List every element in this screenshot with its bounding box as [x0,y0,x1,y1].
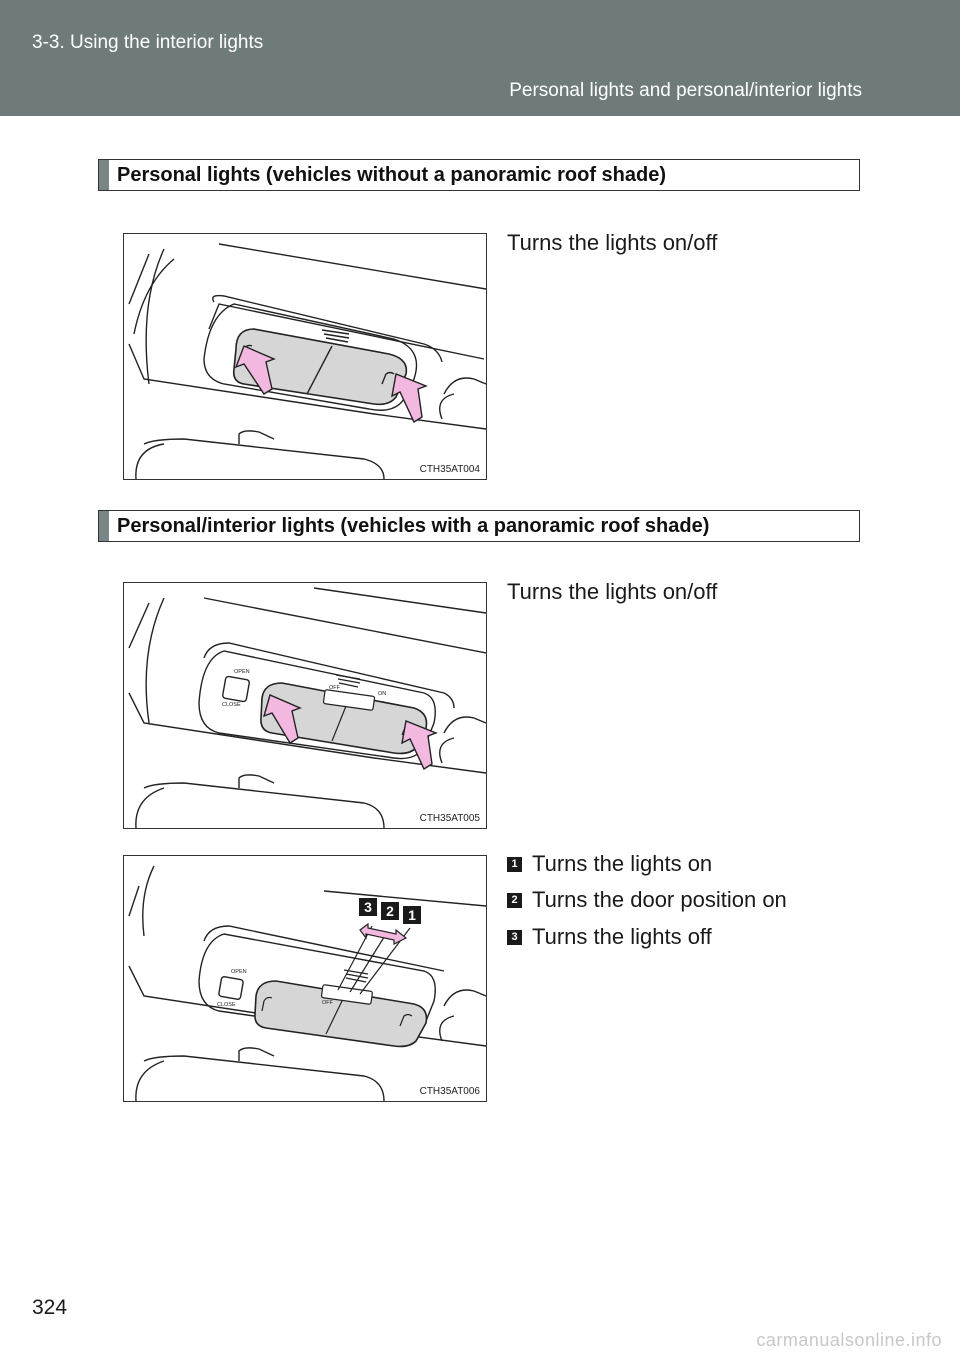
figure-caption: Turns the lights on/off [507,230,718,255]
step-number-badge: 3 [507,929,522,945]
step-number-badge: 2 [507,892,522,908]
on-label: ON [378,691,386,697]
section-heading-personal-lights: Personal lights (vehicles without a pano… [98,159,860,191]
callout-3: 3 [364,899,372,915]
callout-1: 1 [408,907,416,923]
figure-code: CTH35AT004 [419,464,480,475]
footer-watermark: carmanualsonline.info [756,1330,942,1350]
illustration-light-switch-positions: OPEN CLOSE OFF 3 2 [128,865,486,1101]
illustration-personal-lights [128,243,486,479]
list-item: 2 Turns the door position on [507,887,787,913]
illustration-personal-interior-lights: OPEN CLOSE OFF ON [128,587,486,828]
section-heading-text: Personal/interior lights (vehicles with … [117,515,710,537]
off-label: OFF [322,1000,334,1006]
open-label: OPEN [234,669,250,675]
section-heading-text: Personal lights (vehicles without a pano… [117,164,667,186]
list-item: 1 Turns the lights on [507,851,712,877]
page-number: 324 [32,1296,68,1319]
chapter-title: 3-3. Using the interior lights [32,32,264,53]
section-title: Personal lights and personal/interior li… [509,80,862,101]
figure-personal-interior-lights: OPEN CLOSE OFF ON CTH35AT005 [123,582,487,829]
figure-light-switch-positions: OPEN CLOSE OFF 3 2 [123,855,487,1102]
step-text: Turns the lights on [532,851,713,876]
page-header: 3-3. Using the interior lights Personal … [0,0,960,116]
close-label: CLOSE [222,702,241,708]
off-label: OFF [329,685,341,691]
section-heading-personal-interior-lights: Personal/interior lights (vehicles with … [98,510,860,542]
step-text: Turns the door position on [532,887,787,912]
heading-accent-bar [99,511,109,541]
list-item: 3 Turns the lights off [507,924,712,950]
step-number-badge: 1 [507,856,522,872]
step-text: Turns the lights off [532,924,712,949]
open-label: OPEN [231,969,247,975]
figure-code: CTH35AT005 [419,813,480,824]
callout-2: 2 [386,903,394,919]
figure-personal-lights: CTH35AT004 [123,233,487,480]
figure-caption: Turns the lights on/off [507,579,718,604]
close-label: CLOSE [217,1002,236,1008]
figure-code: CTH35AT006 [419,1086,480,1097]
heading-accent-bar [99,160,109,190]
